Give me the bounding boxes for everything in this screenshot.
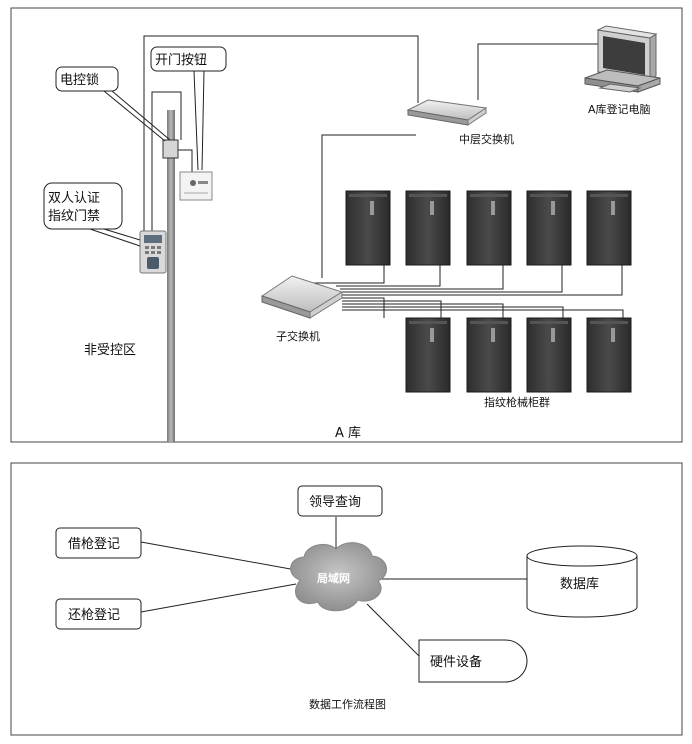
electric-lock (162, 139, 179, 159)
callout-button-label: 开门按钮 (155, 53, 207, 68)
cabinet-top-2 (405, 190, 451, 266)
hardware-label: 硬件设备 (430, 654, 482, 670)
zone-outside-label: 非受控区 (84, 343, 136, 358)
database-cylinder (526, 545, 638, 618)
core-switch-label: 中层交换机 (459, 132, 514, 146)
cabinet-bottom-1 (405, 317, 451, 393)
door-wires (143, 35, 419, 232)
borrow-box (55, 527, 142, 559)
callout-button: 开门按钮 (150, 46, 227, 171)
cabinet-top-1 (345, 190, 391, 266)
return-label: 还枪登记 (68, 607, 120, 623)
room-label: A 库 (335, 425, 361, 441)
door-button (179, 171, 213, 201)
cabinets-label: 指纹枪械柜群 (484, 395, 550, 409)
flow-lines (140, 517, 527, 659)
cabinet-top-5 (586, 190, 632, 266)
callout-access-line1: 双人认证 (48, 191, 100, 206)
cabinet-bottom-3 (526, 317, 572, 393)
registration-pc (584, 25, 661, 93)
callout-lock: 电控锁 (55, 66, 171, 142)
cabinet-top-3 (466, 190, 512, 266)
pc-label: A库登记电脑 (588, 102, 651, 116)
sub-switch-label: 子交换机 (276, 329, 320, 343)
flow-caption: 数据工作流程图 (309, 697, 386, 711)
return-box (55, 598, 142, 630)
database-label: 数据库 (560, 576, 599, 592)
cabinet-bottom-4 (586, 317, 632, 393)
sub-switch (260, 275, 344, 319)
core-switch (406, 99, 488, 126)
leader-label: 领导查询 (309, 495, 361, 510)
borrow-label: 借枪登记 (68, 536, 120, 552)
fingerprint-terminal (139, 230, 167, 274)
cabinet-bottom-2 (466, 317, 512, 393)
lan-cloud (290, 542, 387, 612)
cabinet-group (345, 190, 632, 393)
callout-lock-label: 电控锁 (60, 72, 99, 88)
callout-access: 双人认证 指纹门禁 (43, 182, 141, 247)
cabinet-top-4 (526, 190, 572, 266)
wall-pole (167, 110, 175, 442)
leader-box (297, 485, 383, 517)
lan-label: 局域网 (316, 571, 350, 585)
callout-access-line2: 指纹门禁 (48, 209, 100, 224)
hardware-box (418, 639, 528, 683)
